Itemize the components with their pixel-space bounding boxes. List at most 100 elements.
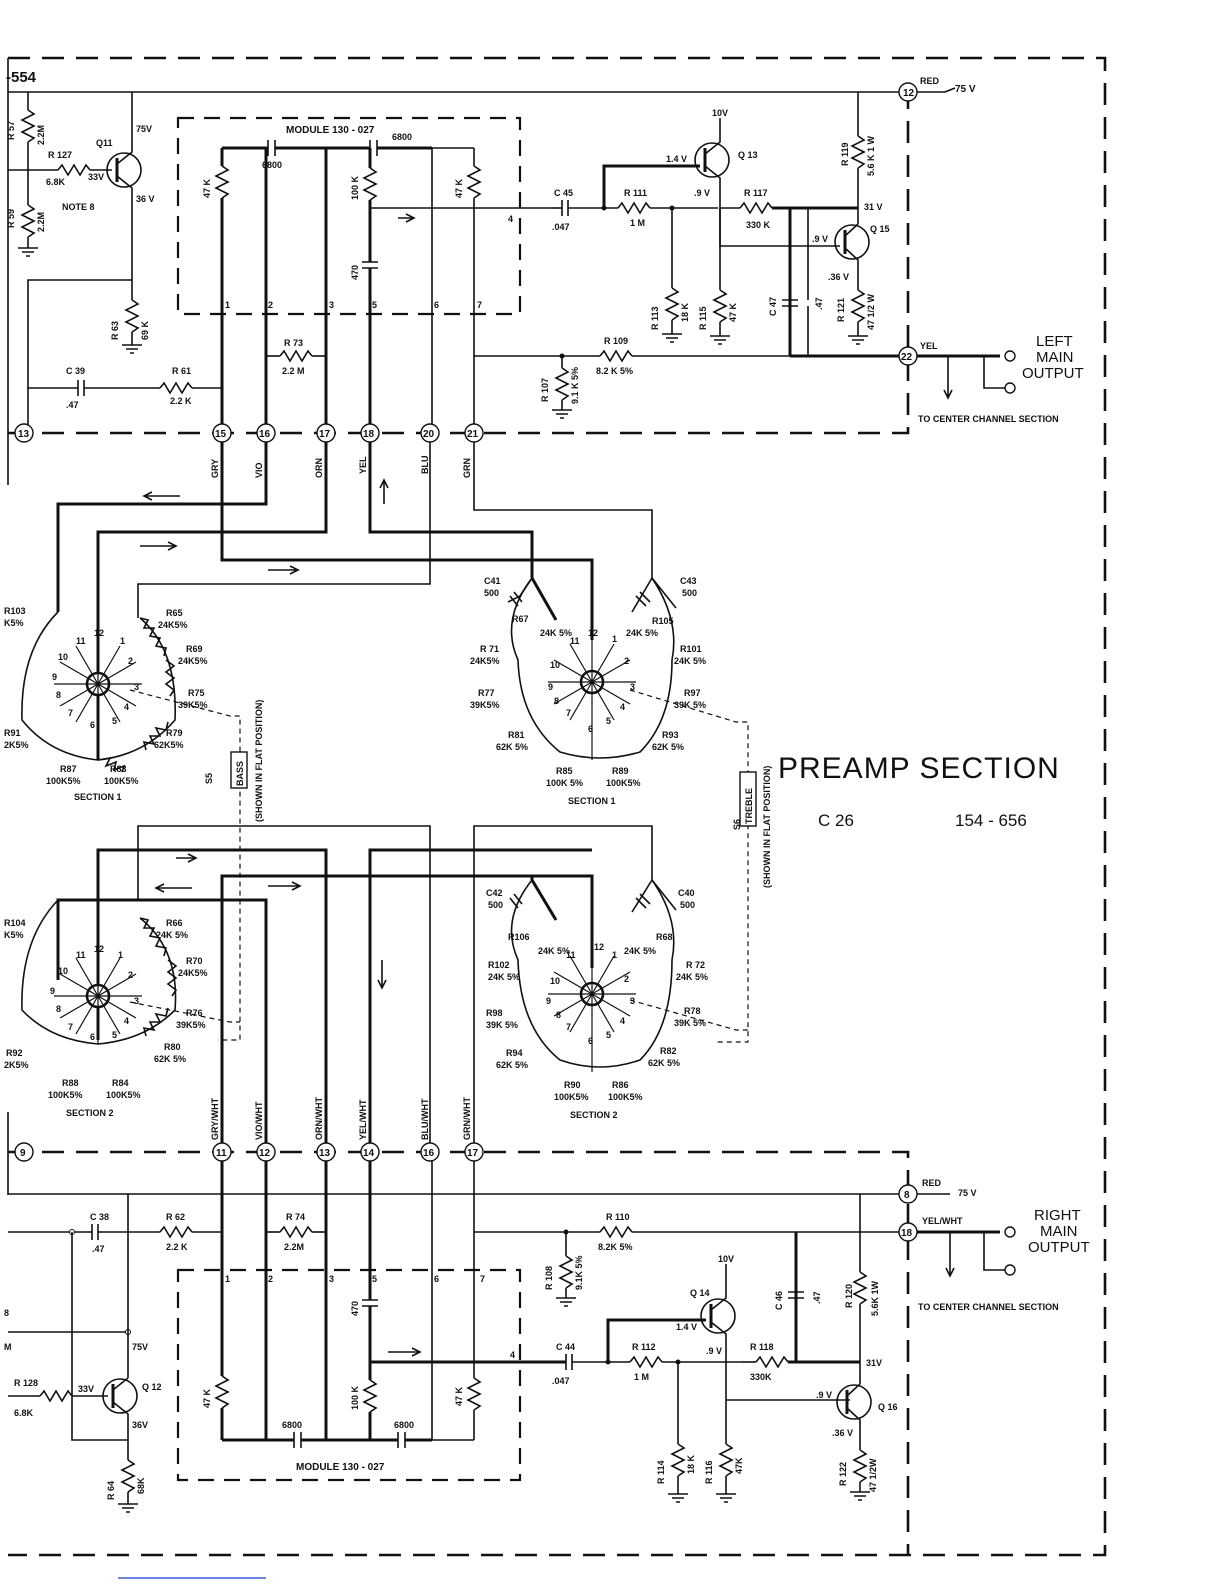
- svg-text:R 114: R 114: [656, 1460, 666, 1484]
- svg-text:4: 4: [508, 214, 513, 224]
- treble-label: TREBLE: [744, 788, 754, 824]
- svg-text:100K5%: 100K5%: [48, 1090, 83, 1100]
- svg-text:500: 500: [484, 588, 499, 598]
- svg-text:6: 6: [90, 720, 95, 730]
- svg-text:62K5%: 62K5%: [154, 740, 184, 750]
- svg-text:69 K: 69 K: [140, 320, 150, 340]
- transistor-q11: [106, 152, 142, 188]
- svg-text:R76: R76: [186, 1008, 203, 1018]
- svg-text:TO CENTER CHANNEL SECTION: TO CENTER CHANNEL SECTION: [918, 1302, 1059, 1312]
- svg-text:VIO/WHT: VIO/WHT: [254, 1101, 264, 1140]
- svg-text:R91: R91: [4, 728, 21, 738]
- terminal-8: [898, 1184, 918, 1204]
- svg-text:3: 3: [134, 996, 139, 1006]
- svg-text:39K5%: 39K5%: [176, 1020, 206, 1030]
- svg-text:C 44: C 44: [556, 1342, 575, 1352]
- svg-text:100K 5%: 100K 5%: [546, 778, 583, 788]
- svg-text:8: 8: [554, 696, 559, 706]
- svg-text:39K5%: 39K5%: [470, 700, 500, 710]
- svg-text:OUTPUT: OUTPUT: [1022, 365, 1084, 382]
- svg-text:10V: 10V: [718, 1254, 734, 1264]
- svg-text:47 K: 47 K: [454, 1386, 464, 1406]
- svg-text:24K 5%: 24K 5%: [540, 628, 572, 638]
- svg-text:5: 5: [112, 1030, 117, 1040]
- svg-text:4: 4: [620, 702, 625, 712]
- svg-text:47 1/2W: 47 1/2W: [868, 1458, 878, 1492]
- svg-text:39K 5%: 39K 5%: [674, 1018, 706, 1028]
- svg-text:100K5%: 100K5%: [104, 776, 139, 786]
- svg-text:2: 2: [128, 656, 133, 666]
- svg-text:(SHOWN IN FLAT POSITION): (SHOWN IN FLAT POSITION): [254, 700, 264, 822]
- svg-text:18 K: 18 K: [686, 1454, 696, 1474]
- svg-text:24K 5%: 24K 5%: [488, 972, 520, 982]
- svg-text:R101: R101: [680, 644, 702, 654]
- bus-terminals-left: 13 15 16 17 18 20 21: [14, 423, 484, 443]
- svg-text:C40: C40: [678, 888, 695, 898]
- svg-text:8: 8: [556, 1010, 561, 1020]
- svg-text:47 K: 47 K: [728, 302, 738, 322]
- svg-text:100K5%: 100K5%: [554, 1092, 589, 1102]
- transistor-q12: [102, 1378, 138, 1414]
- svg-text:R 110: R 110: [606, 1212, 630, 1222]
- svg-text:1.4 V: 1.4 V: [676, 1322, 697, 1332]
- svg-text:.9 V: .9 V: [816, 1390, 832, 1400]
- svg-text:R 112: R 112: [632, 1342, 656, 1352]
- svg-text:15: 15: [215, 429, 227, 440]
- svg-text:39K 5%: 39K 5%: [486, 1020, 518, 1030]
- svg-text:.047: .047: [552, 1376, 570, 1386]
- svg-text:R 62: R 62: [166, 1212, 185, 1222]
- svg-text:100 K: 100 K: [350, 1385, 360, 1410]
- svg-text:.47: .47: [66, 400, 79, 410]
- svg-text:1 M: 1 M: [630, 218, 645, 228]
- module-label-top: MODULE 130 - 027: [286, 125, 375, 136]
- svg-text:R90: R90: [564, 1080, 581, 1090]
- svg-text:R69: R69: [186, 644, 203, 654]
- svg-text:R 128: R 128: [14, 1378, 38, 1388]
- svg-text:R 71: R 71: [480, 644, 499, 654]
- svg-text:MAIN: MAIN: [1036, 349, 1074, 366]
- svg-text:R79: R79: [166, 728, 183, 738]
- svg-text:500: 500: [682, 588, 697, 598]
- svg-text:R 111: R 111: [624, 188, 647, 198]
- svg-text:R81: R81: [508, 730, 525, 740]
- svg-text:6: 6: [588, 1036, 593, 1046]
- svg-text:10: 10: [58, 652, 68, 662]
- svg-text:R67: R67: [512, 614, 529, 624]
- svg-text:.36 V: .36 V: [828, 272, 849, 282]
- svg-text:24K 5%: 24K 5%: [676, 972, 708, 982]
- svg-text:S5: S5: [204, 773, 214, 784]
- svg-text:6: 6: [588, 724, 593, 734]
- svg-text:R80: R80: [164, 1042, 181, 1052]
- svg-text:2: 2: [624, 974, 629, 984]
- svg-text:C 47: C 47: [768, 297, 778, 316]
- svg-text:100 K: 100 K: [350, 175, 360, 200]
- svg-text:R 127: R 127: [48, 150, 72, 160]
- svg-text:5: 5: [606, 716, 611, 726]
- svg-text:.9 V: .9 V: [694, 188, 710, 198]
- svg-text:RED: RED: [922, 1178, 942, 1188]
- transistor-q16: [836, 1384, 872, 1420]
- svg-text:R 73: R 73: [284, 338, 303, 348]
- svg-text:R65: R65: [166, 608, 183, 618]
- svg-text:R 109: R 109: [604, 336, 628, 346]
- svg-text:12: 12: [259, 1148, 271, 1159]
- svg-text:3: 3: [329, 300, 334, 310]
- svg-text:7: 7: [480, 1274, 485, 1284]
- border: [7, 56, 1107, 1557]
- svg-text:1: 1: [118, 950, 123, 960]
- svg-text:8: 8: [56, 690, 61, 700]
- svg-text:C 45: C 45: [554, 188, 573, 198]
- svg-text:GRY/WHT: GRY/WHT: [210, 1097, 220, 1140]
- svg-text:24K 5%: 24K 5%: [674, 656, 706, 666]
- svg-text:LEFT: LEFT: [1036, 333, 1073, 350]
- bass-switch-section-2: 12 1 2 3 4 5 6 7 8 9 10 11 R104 K5% R66 …: [4, 899, 240, 1118]
- svg-text:C 39: C 39: [66, 366, 85, 376]
- svg-text:Q11: Q11: [96, 138, 113, 148]
- treble-switch-section-2: 12 1 2 3 4 5 6 7 8 9 10 11 C42 500 C40 5…: [486, 879, 748, 1120]
- svg-text:C43: C43: [680, 576, 697, 586]
- svg-text:68K: 68K: [136, 1477, 146, 1494]
- svg-text:24K 5%: 24K 5%: [626, 628, 658, 638]
- svg-text:R89: R89: [612, 766, 629, 776]
- svg-text:R 108: R 108: [544, 1266, 554, 1290]
